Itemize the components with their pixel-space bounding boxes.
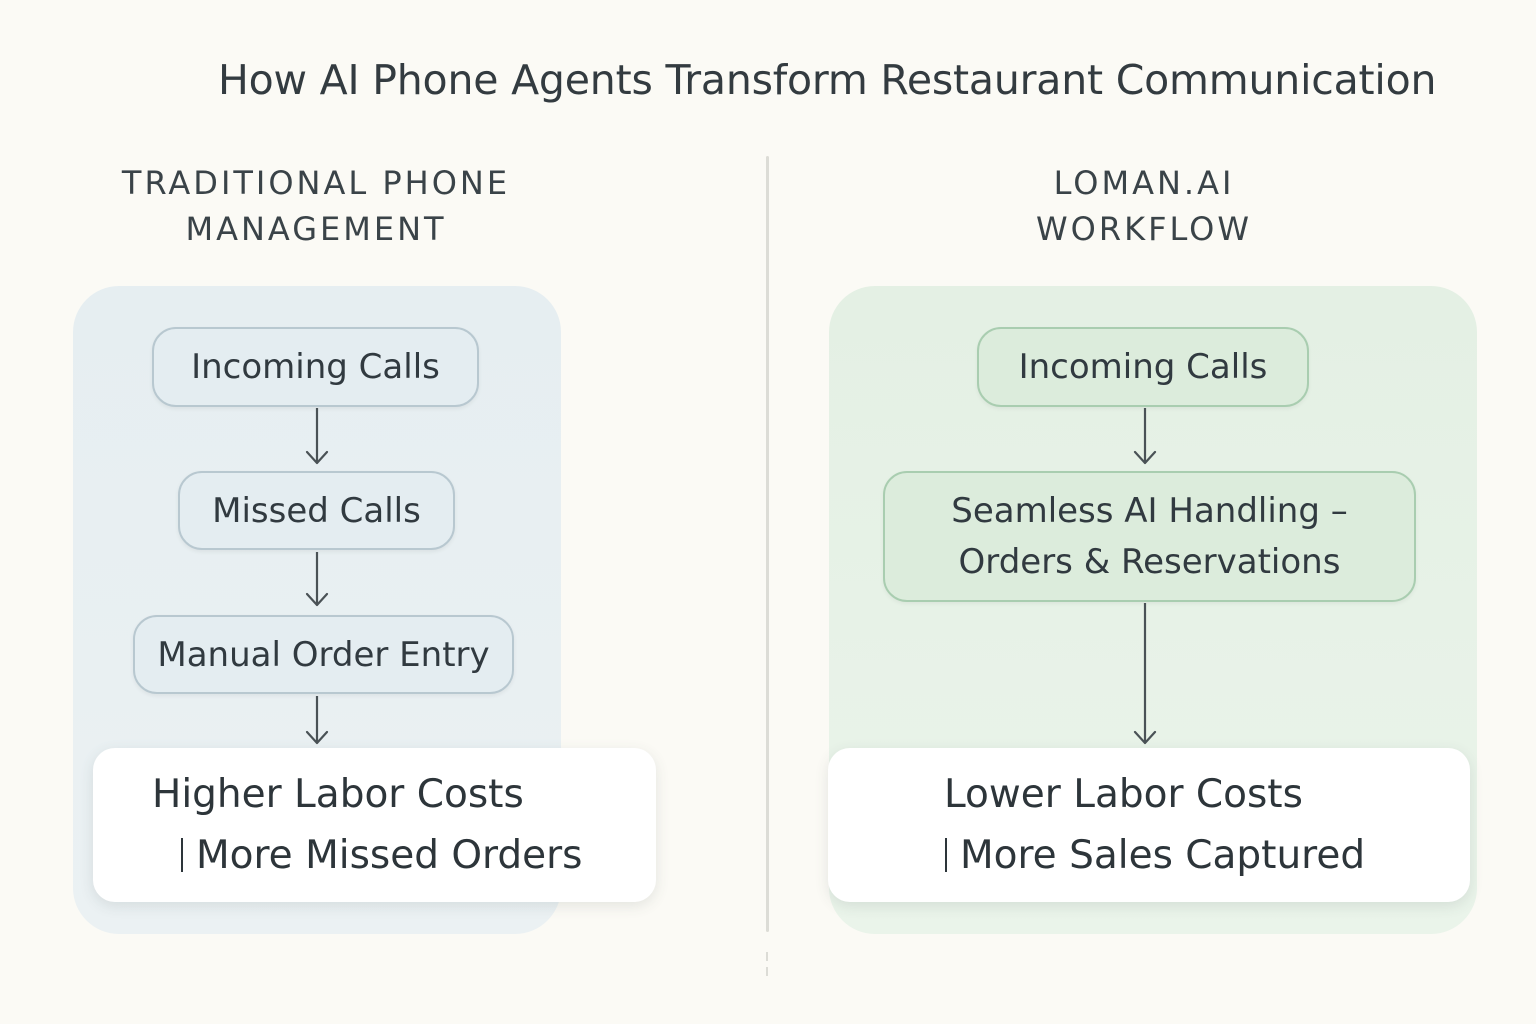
right-result-line-2-wrap: More Sales Captured (945, 833, 1365, 878)
right-heading-line-1: LOMAN.AI (1053, 164, 1235, 202)
ai-handling-line-2: Orders & Reservations (958, 541, 1341, 582)
right-step-ai-handling: Seamless AI Handling – Orders & Reservat… (883, 471, 1416, 602)
arrow-down-icon (305, 552, 329, 608)
right-result-line-2: More Sales Captured (960, 833, 1366, 878)
left-result-card: Higher Labor Costs More Missed Orders (93, 748, 656, 902)
left-result-line-2: More Missed Orders (196, 833, 583, 878)
separator-bar (181, 837, 183, 872)
arrow-down-icon (305, 696, 329, 746)
right-column-heading: LOMAN.AI WORKFLOW (960, 160, 1328, 252)
right-result-card: Lower Labor Costs More Sales Captured (828, 748, 1470, 902)
arrow-down-icon (1133, 603, 1157, 746)
left-step-missed-calls: Missed Calls (178, 471, 455, 550)
arrow-down-icon (1133, 408, 1157, 466)
arrow-down-icon (305, 408, 329, 466)
left-step-manual-order-entry: Manual Order Entry (133, 615, 514, 694)
right-result-line-1: Lower Labor Costs (944, 772, 1303, 817)
divider-dash (766, 952, 768, 961)
divider-dash (766, 967, 768, 976)
left-result-line-2-wrap: More Missed Orders (181, 833, 583, 878)
left-heading-line-1: TRADITIONAL PHONE (121, 164, 511, 202)
left-heading-line-2: MANAGEMENT (185, 210, 447, 248)
column-divider (766, 156, 769, 932)
ai-handling-line-1: Seamless AI Handling – (951, 490, 1348, 531)
diagram-title: How AI Phone Agents Transform Restaurant… (218, 56, 1437, 104)
left-result-line-1: Higher Labor Costs (152, 772, 524, 817)
left-column-heading: TRADITIONAL PHONE MANAGEMENT (100, 160, 532, 252)
left-step-incoming-calls: Incoming Calls (152, 327, 479, 407)
right-heading-line-2: WORKFLOW (1036, 210, 1252, 248)
right-step-incoming-calls: Incoming Calls (977, 327, 1309, 407)
separator-bar (945, 837, 947, 872)
